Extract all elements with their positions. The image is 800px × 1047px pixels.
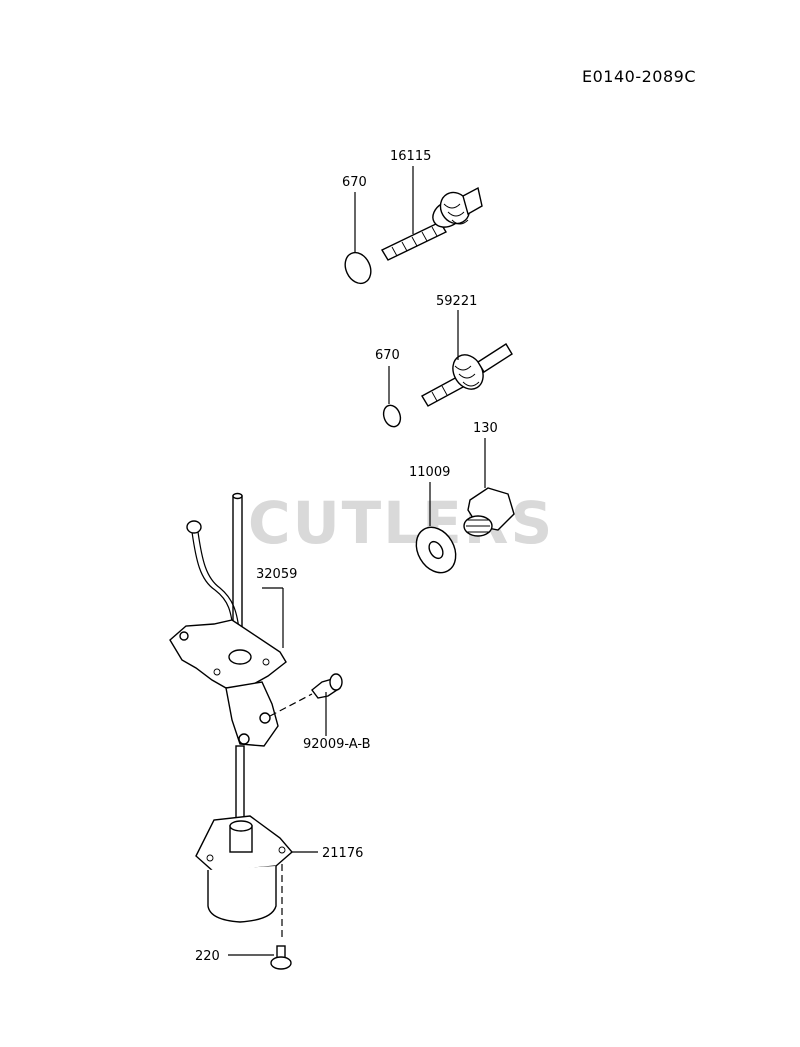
part-92009-a-b[interactable] (269, 673, 343, 736)
label-32059: 32059 (256, 567, 297, 582)
part-11009[interactable] (408, 482, 463, 580)
part-32059[interactable] (169, 492, 287, 747)
part-59221[interactable] (421, 310, 513, 407)
label-670-lower: 670 (375, 348, 400, 363)
label-220: 220 (195, 949, 220, 964)
part-220[interactable] (228, 945, 292, 970)
label-11009: 11009 (409, 465, 450, 480)
label-670-upper: 670 (342, 175, 367, 190)
part-130[interactable] (463, 438, 515, 537)
drawing-code: E0140-2089C (582, 67, 696, 86)
part-670-lower[interactable] (381, 366, 404, 429)
part-670-upper[interactable] (340, 192, 375, 288)
label-130: 130 (473, 421, 498, 436)
label-21176: 21176 (322, 846, 363, 861)
part-21176[interactable] (195, 745, 318, 940)
label-16115: 16115 (390, 149, 431, 164)
label-59221: 59221 (436, 294, 477, 309)
label-92009-a-b: 92009-A-B (303, 737, 371, 752)
part-16115[interactable] (381, 166, 483, 261)
